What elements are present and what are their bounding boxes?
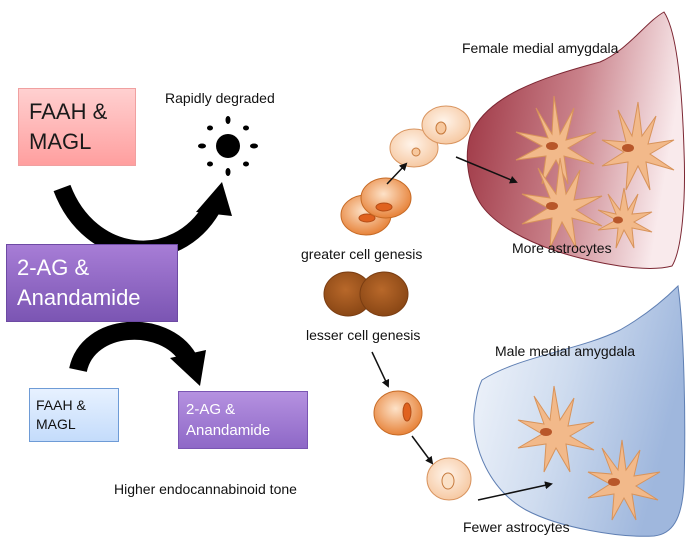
- astrocyte: [515, 95, 597, 185]
- arrow-to-female-region: [455, 156, 518, 184]
- greater-genesis-label: greater cell genesis: [301, 246, 423, 262]
- ag-anandamide-box: 2-AG & Anandamide: [6, 244, 178, 322]
- astrocyte: [601, 101, 675, 191]
- male-result-label: Fewer astrocytes: [463, 519, 570, 535]
- female-amygdala-title: Female medial amygdala: [462, 40, 619, 56]
- astrocyte: [597, 187, 653, 249]
- progenitor-cell: [360, 177, 412, 219]
- faah-magl-small-line2: MAGL: [36, 416, 76, 432]
- progenitor-cell: [426, 457, 472, 501]
- male-amygdala-title: Male medial amygdala: [495, 343, 636, 359]
- tone-arrowhead: [170, 350, 206, 386]
- faah-magl-line2: MAGL: [29, 129, 92, 154]
- degradation-arrowhead: [196, 182, 232, 216]
- ag-anandamide-small-box: 2-AG & Anandamide: [178, 391, 308, 449]
- dividing-cell: [323, 271, 409, 317]
- rapidly-degraded-label: Rapidly degraded: [165, 90, 275, 106]
- faah-magl-line1: FAAH &: [29, 99, 108, 124]
- arrow-to-pale-lesser-cell: [411, 435, 434, 465]
- astrocyte: [587, 439, 661, 521]
- tone-arrow: [69, 321, 196, 373]
- degradation-arrow: [53, 184, 220, 259]
- endocannabinoid-tone-label: Higher endocannabinoid tone: [114, 481, 297, 497]
- arrow-to-pale-cell: [386, 162, 408, 185]
- lesser-genesis-label: lesser cell genesis: [306, 327, 421, 343]
- faah-magl-box: FAAH & MAGL: [18, 88, 136, 166]
- progenitor-cell: [389, 128, 439, 168]
- astrocyte: [517, 385, 595, 473]
- faah-magl-small-line1: FAAH &: [36, 397, 86, 413]
- ag-anandamide-line1: 2-AG &: [17, 255, 90, 280]
- arrow-to-lesser-cell: [371, 351, 390, 388]
- female-result-label: More astrocytes: [512, 240, 612, 256]
- faah-magl-small-box: FAAH & MAGL: [29, 388, 119, 442]
- ag-anandamide-line2: Anandamide: [17, 285, 141, 310]
- astrocyte: [521, 157, 603, 249]
- progenitor-cell: [421, 105, 471, 145]
- progenitor-cell: [373, 390, 423, 436]
- ag-anandamide-small-line2: Anandamide: [186, 422, 271, 439]
- degraded-molecule-icon: [198, 116, 258, 176]
- ag-anandamide-small-line1: 2-AG &: [186, 401, 236, 418]
- arrow-to-male-region: [477, 481, 553, 501]
